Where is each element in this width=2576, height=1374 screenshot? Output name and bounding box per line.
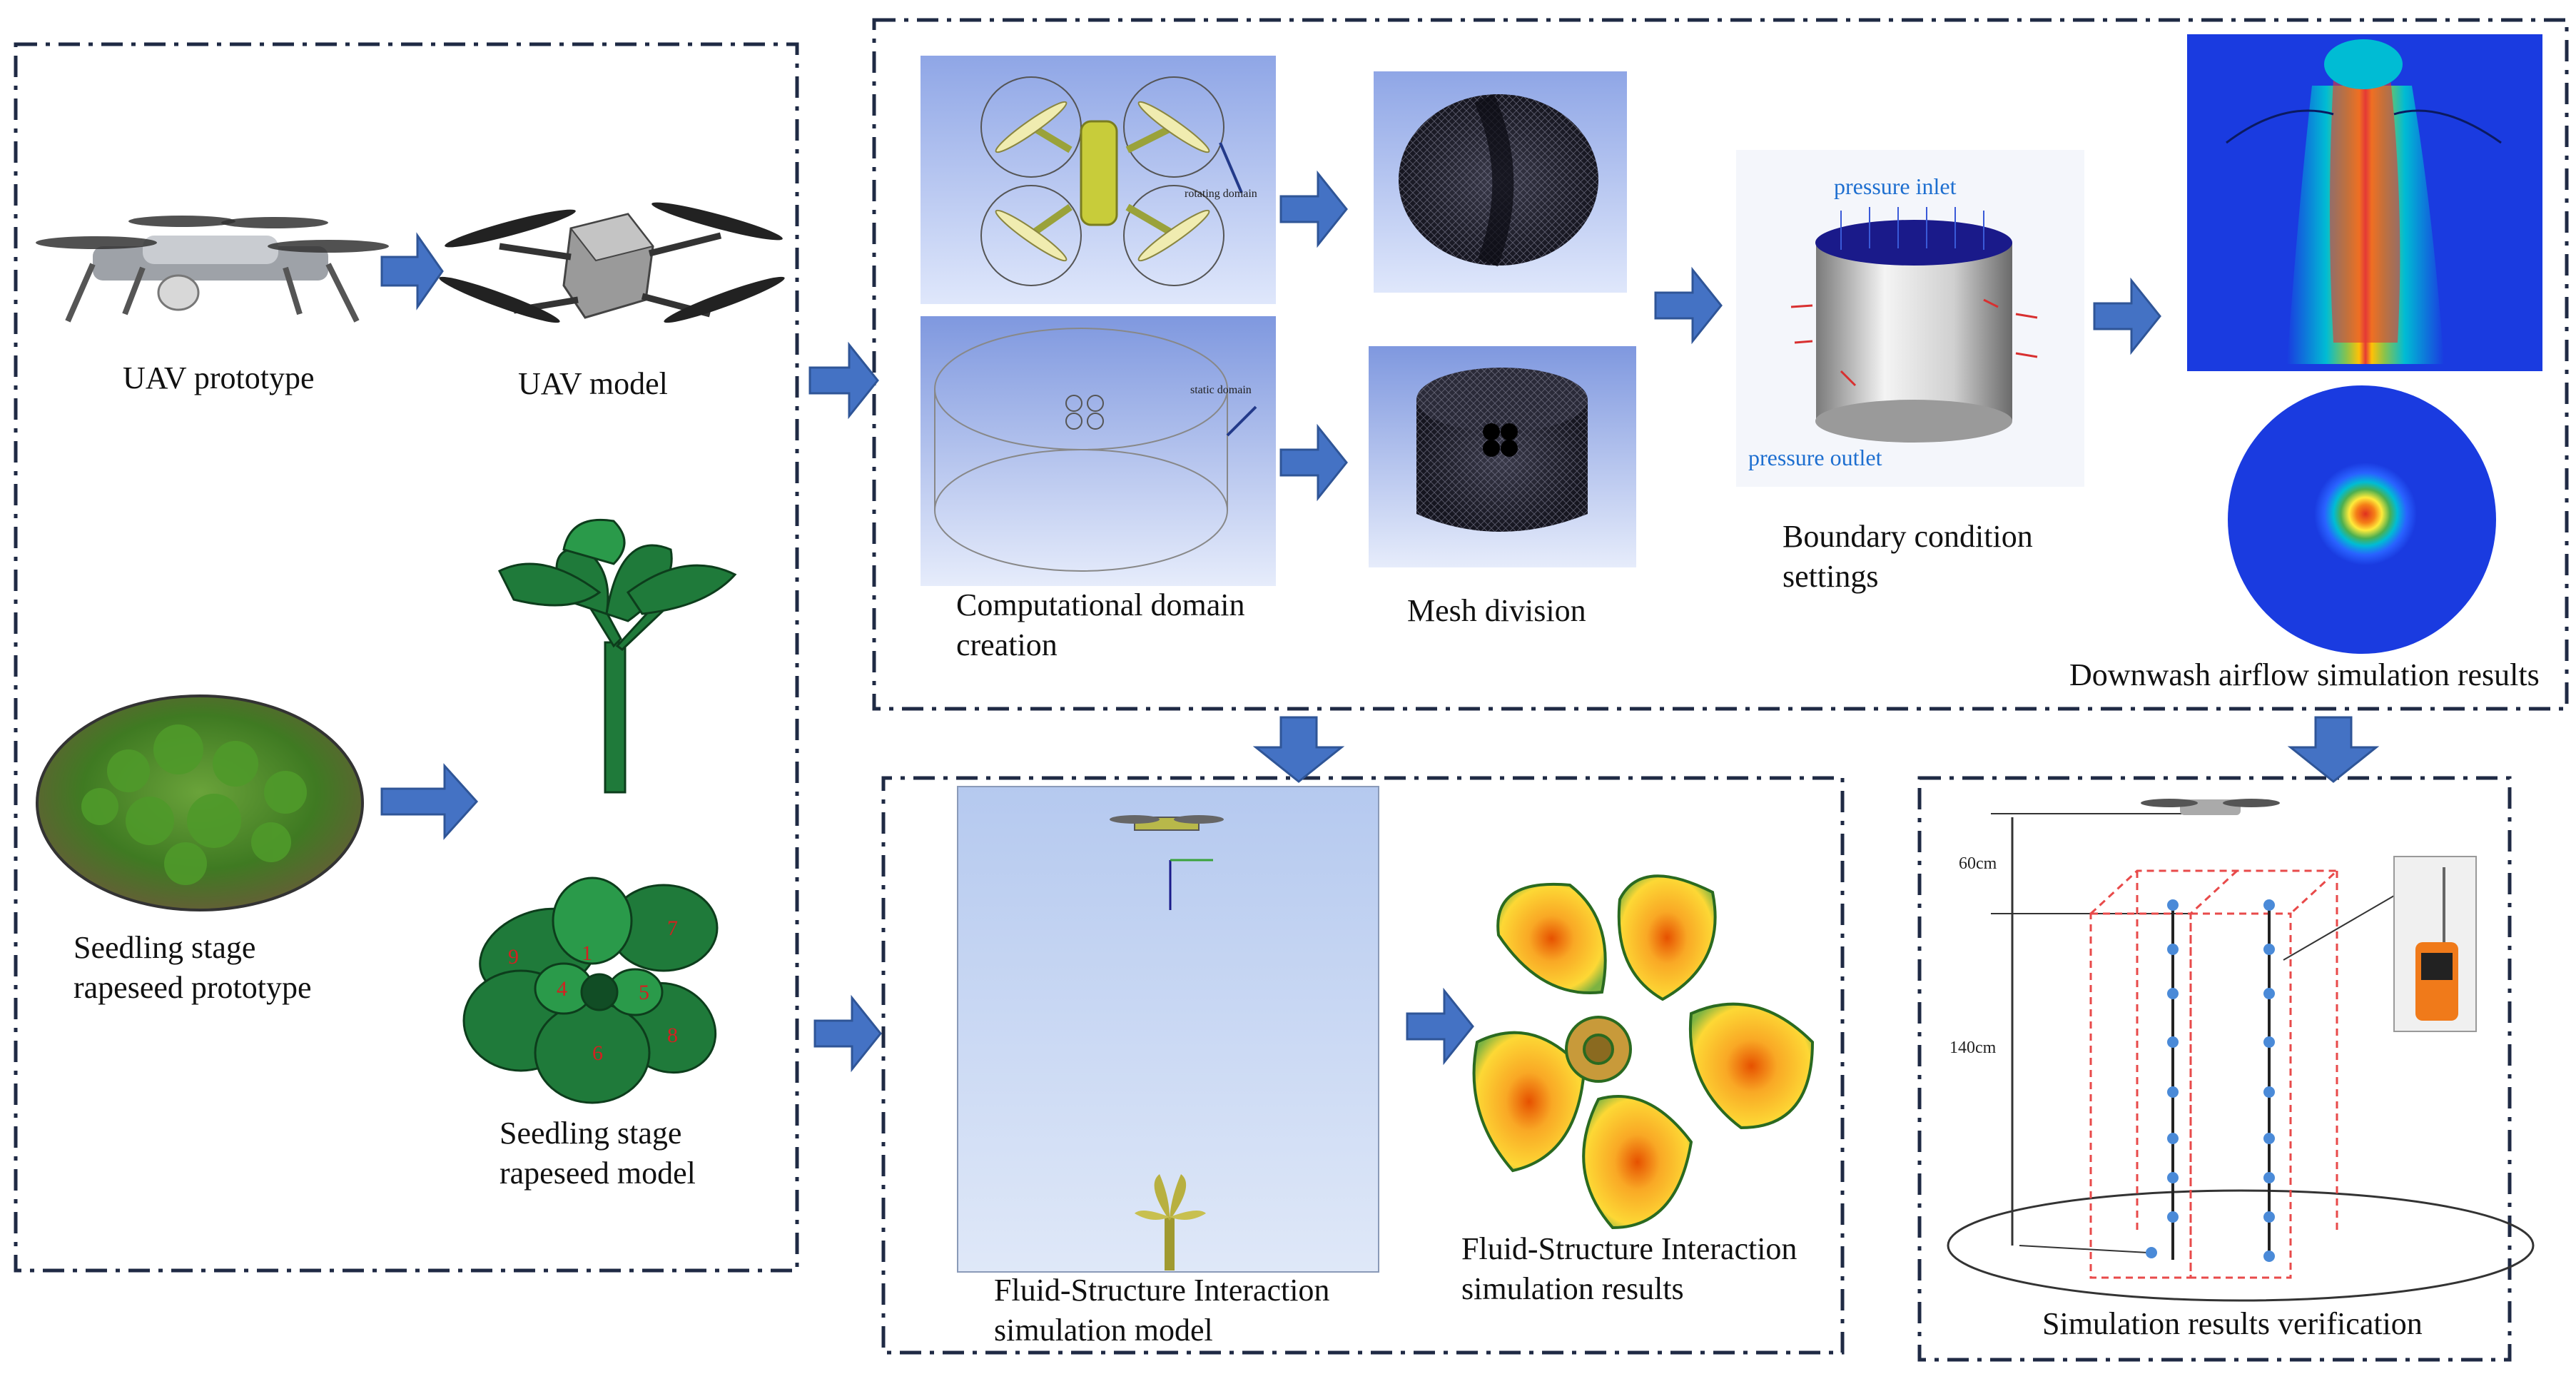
verification-image (1947, 799, 2535, 1302)
arrow-mesh-to-boundary (1654, 266, 1723, 345)
leaf-number: 9 (508, 945, 519, 969)
uav-prototype-image (36, 216, 389, 323)
rapeseed-model-label: Seedling stage rapeseed model (500, 1116, 696, 1191)
frame-fsi (881, 776, 1845, 1355)
uav-model-label: UAV model (518, 366, 668, 401)
leaf-number: 5 (639, 981, 649, 1004)
frame-prototype-models (14, 42, 799, 1273)
mesh-division-label: Mesh division (1407, 593, 1586, 628)
boundary-condition-label: Boundary condition settings (1783, 519, 2033, 594)
leaf-number: 8 (667, 1024, 678, 1047)
arrow-down-to-verification (2287, 716, 2380, 783)
static-domain-label: static domain (1190, 384, 1252, 396)
uav-prototype-label: UAV prototype (123, 360, 315, 395)
flow-arrows (380, 170, 2380, 1073)
verification-label: Simulation results verification (2042, 1306, 2423, 1341)
computational-domain-label: Computational domain creation (956, 587, 1245, 662)
height-top-label: 60cm (1959, 854, 1997, 873)
section-frames (14, 18, 2569, 1362)
height-bottom-label: 140cm (1949, 1039, 1997, 1057)
rotating-domain-image (921, 56, 1276, 304)
arrow-to-fsi (813, 994, 882, 1073)
downwash-plume-image (2187, 34, 2542, 371)
arrow-fsi-model-to-results (1406, 987, 1474, 1066)
arrow-rapeseed-to-model (380, 763, 479, 840)
mesh-bottom-image (1369, 346, 1636, 567)
arrow-to-domain (808, 341, 879, 420)
arrow-domain-to-mesh-bottom (1279, 423, 1348, 502)
rapeseed-prototype-label: Seedling stage rapeseed prototype (73, 930, 312, 1005)
fsi-results-image (1472, 874, 1815, 1230)
rapeseed-side-model-image (497, 518, 737, 794)
leaf-number: 7 (667, 916, 678, 940)
leaf-number: 6 (592, 1041, 603, 1065)
pressure-outlet-label: pressure outlet (1748, 445, 1882, 470)
fsi-model-label: Fluid-Structure Interaction simulation m… (994, 1273, 1330, 1348)
downwash-cross-section-image (2228, 385, 2496, 654)
arrow-uav-to-model (380, 232, 444, 310)
arrow-boundary-to-results (2093, 277, 2161, 355)
leaf-number: 1 (582, 941, 592, 965)
downwash-results-label: Downwash airflow simulation results (2069, 657, 2540, 692)
frame-downwash-simulation (872, 18, 2569, 711)
rapeseed-prototype-image (36, 694, 364, 911)
arrow-domain-to-mesh-top (1279, 170, 1348, 248)
pressure-inlet-label: pressure inlet (1834, 173, 1957, 199)
uav-model-image (439, 202, 785, 323)
leaf-number: 4 (557, 977, 567, 1001)
rapeseed-top-model-image (462, 877, 719, 1104)
fsi-results-label: Fluid-Structure Interaction simulation r… (1461, 1231, 1797, 1306)
leaf-number-labels: 9 7 1 4 5 6 8 (508, 916, 678, 1065)
arrow-down-to-fsi (1252, 716, 1345, 783)
rotating-domain-label: rotating domain (1185, 188, 1257, 200)
static-domain-image (921, 316, 1276, 586)
frame-verification (1917, 776, 2512, 1362)
mesh-top-image (1374, 71, 1627, 293)
boundary-condition-image (1736, 150, 2084, 487)
fsi-model-image (957, 786, 1379, 1273)
